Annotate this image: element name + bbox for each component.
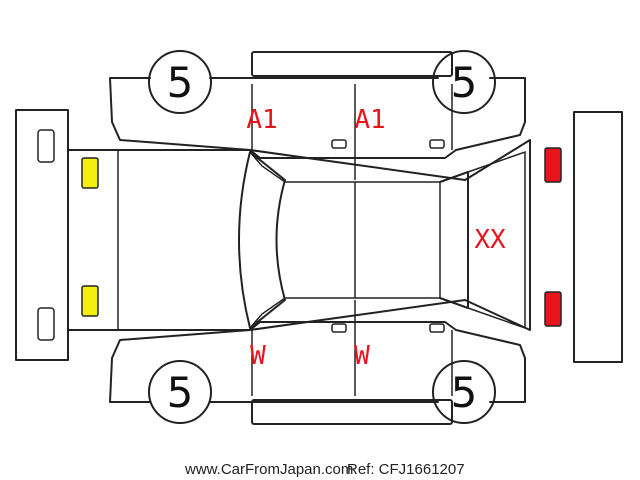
right-side-panel [109,300,526,425]
mark-door-rear-left: A1 [354,105,385,135]
tire-front-right: 5 [148,360,212,424]
front-bumper [15,109,69,361]
tire-rear-left-score: 5 [451,58,478,107]
taillight-left [544,147,562,183]
rear-bumper [573,111,623,363]
top-view [67,139,531,331]
tire-rear-right: 5 [432,360,496,424]
left-side-panel [109,51,526,180]
mark-door-front-right: W [250,341,266,371]
footer-url: www.CarFromJapan.com [184,461,353,478]
mark-tailgate: XX [474,225,506,255]
headlight-right [81,285,99,317]
taillight-right [544,291,562,327]
tire-front-right-score: 5 [167,368,194,417]
headlight-left [81,157,99,189]
mark-door-front-left: A1 [246,105,277,135]
footer-ref: Ref: CFJ1661207 [347,461,465,478]
mark-door-rear-right: W [354,341,370,371]
tire-rear-right-score: 5 [451,368,478,417]
tire-front-left-score: 5 [167,58,194,107]
tire-rear-left: 5 [432,50,496,114]
tire-front-left: 5 [148,50,212,114]
